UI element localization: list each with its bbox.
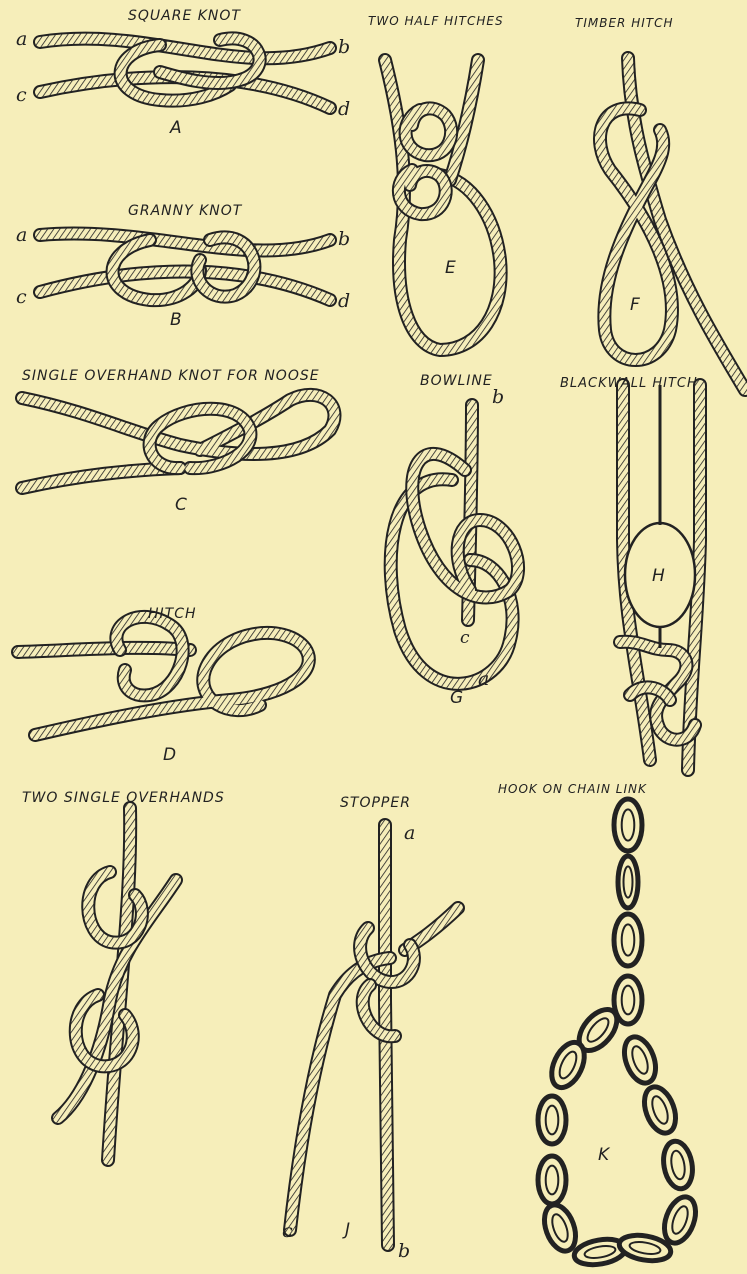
chain-link: [614, 914, 642, 966]
end-c-granny: c: [16, 286, 27, 308]
chain-link: [539, 1201, 582, 1256]
caption-noose: SINGLE OVERHAND KNOT FOR NOOSE: [22, 368, 320, 384]
label-d-fig: D: [163, 745, 176, 765]
end-d-square: d: [338, 98, 350, 120]
label-e-fig: E: [445, 258, 456, 278]
square-knot-drawing: [40, 38, 330, 108]
stopper-drawing: [290, 825, 458, 1245]
chain-link: [659, 1193, 702, 1248]
caption-two-single-overhands: TWO SINGLE OVERHANDS: [22, 790, 225, 806]
end-b-square: b: [338, 36, 350, 58]
caption-stopper: STOPPER: [340, 795, 411, 811]
two-single-overhands-drawing: [58, 808, 176, 1160]
hook-on-chain-link-drawing: [538, 799, 701, 1268]
chain-link: [639, 1083, 682, 1138]
label-h-fig: H: [652, 566, 665, 586]
granny-knot-drawing: [40, 234, 330, 301]
label-a-fig: A: [170, 118, 182, 138]
caption-timber-hitch: TIMBER HITCH: [575, 16, 673, 30]
hitch-drawing: [18, 617, 309, 735]
chain-link: [614, 799, 642, 851]
label-j-fig: J: [345, 1220, 350, 1240]
chain-link: [619, 1033, 662, 1088]
caption-hitch: HITCH: [148, 606, 197, 622]
bowline-drawing: [391, 405, 518, 684]
caption-granny-knot: GRANNY KNOT: [128, 203, 242, 219]
chain-link: [545, 1037, 591, 1092]
end-c-square: c: [16, 84, 27, 106]
label-c-fig: C: [175, 495, 187, 515]
two-half-hitches-drawing: [385, 60, 501, 350]
caption-bowline: BOWLINE: [420, 373, 493, 389]
chain-link: [618, 856, 638, 908]
caption-hook-on-chain-link: HOOK ON CHAIN LINK: [498, 782, 647, 796]
label-k-fig: K: [598, 1145, 609, 1165]
end-d-granny: d: [338, 290, 350, 312]
chain-link: [538, 1156, 566, 1204]
caption-blackwall-hitch: BLACKWALL HITCH: [560, 376, 698, 391]
end-c-stopper: c: [282, 1220, 293, 1242]
timber-hitch-drawing: [600, 58, 745, 390]
overhand-noose-drawing: [22, 395, 334, 488]
label-b-fig: B: [170, 310, 182, 330]
caption-square-knot: SQUARE KNOT: [128, 8, 241, 24]
end-b-stopper: b: [398, 1240, 410, 1262]
label-g-fig: G: [450, 688, 463, 708]
chain-link: [538, 1096, 566, 1144]
end-a-bowline: a: [478, 668, 489, 690]
end-a-square: a: [16, 28, 27, 50]
end-b-bowline: b: [492, 386, 504, 408]
end-c-bowline: c: [460, 628, 470, 648]
label-f-fig: F: [630, 295, 640, 315]
end-a-granny: a: [16, 224, 27, 246]
chain-link: [660, 1139, 696, 1191]
end-b-granny: b: [338, 228, 350, 250]
caption-two-half-hitches: TWO HALF HITCHES: [368, 14, 504, 28]
end-a-stopper: a: [404, 822, 415, 844]
